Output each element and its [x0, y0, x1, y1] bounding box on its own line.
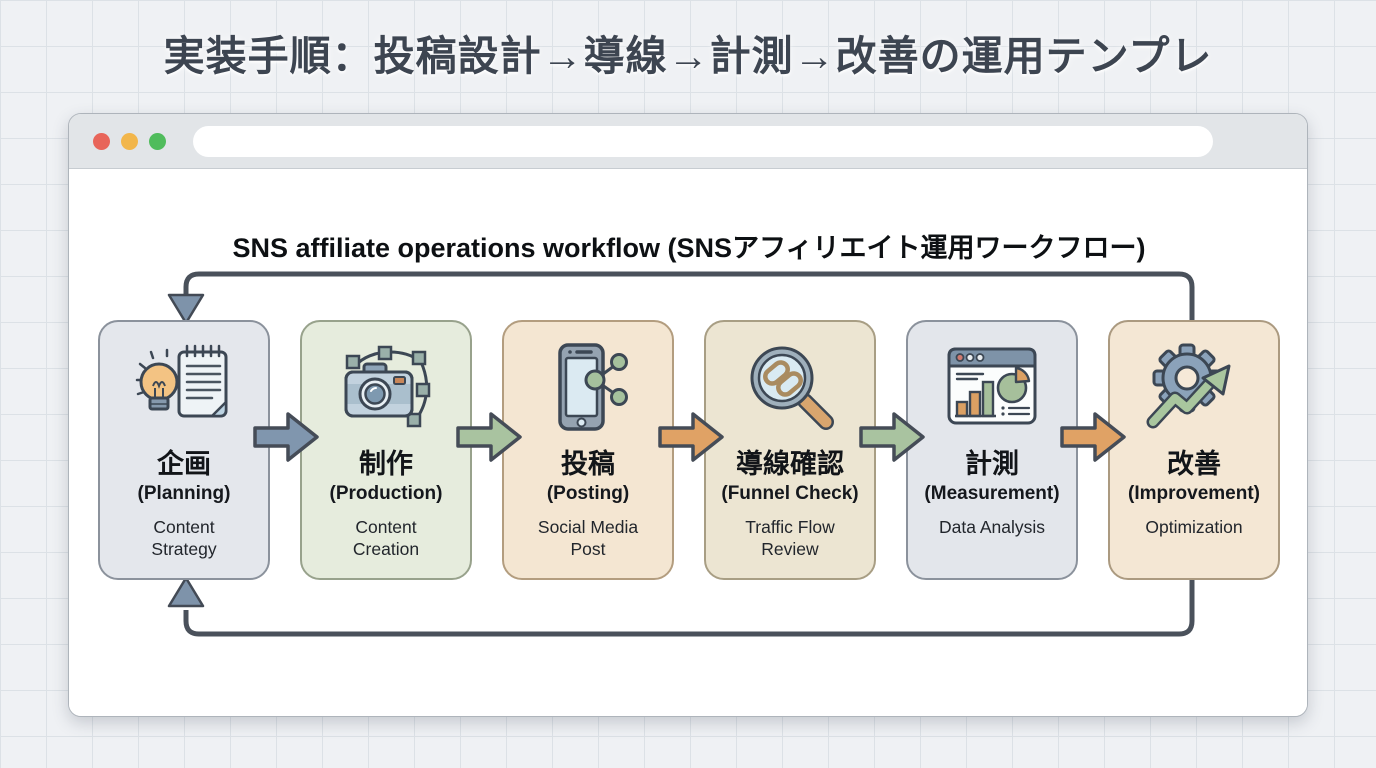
- window-controls: [93, 133, 166, 150]
- step-description: Data Analysis: [938, 516, 1046, 537]
- step-card-production: 制作 (Production) Content Creation: [300, 320, 472, 580]
- flow-arrow-1: [253, 412, 319, 462]
- step-title-en: (Improvement): [1128, 482, 1260, 504]
- browser-content: SNS affiliate operations workflow (SNSアフ…: [69, 170, 1307, 716]
- lightbulb-notepad-icon: [126, 338, 242, 442]
- step-title-jp: 制作: [359, 449, 413, 479]
- step-title-jp: 投稿: [561, 449, 615, 479]
- step-description: Traffic Flow Review: [745, 516, 835, 560]
- step-title-en: (Funnel Check): [721, 482, 859, 504]
- step-description: Optimization: [1145, 516, 1243, 537]
- step-title-jp: 改善: [1167, 449, 1221, 479]
- magnifier-link-icon: [732, 338, 848, 442]
- step-card-planning: 企画 (Planning) Content Strategy: [98, 320, 270, 580]
- browser-window: SNS affiliate operations workflow (SNSアフ…: [68, 113, 1308, 717]
- flow-arrow-5: [1060, 412, 1126, 462]
- step-title-en: (Measurement): [924, 482, 1060, 504]
- flow-arrow-4: [859, 412, 925, 462]
- step-title-en: (Posting): [546, 482, 630, 504]
- step-description: Content Strategy: [151, 516, 217, 560]
- step-description: Social Media Post: [537, 516, 639, 560]
- step-description: Content Creation: [352, 516, 420, 560]
- step-card-measurement: 計測 (Measurement) Data Analysis: [906, 320, 1078, 580]
- step-title-jp: 導線確認: [736, 449, 844, 479]
- step-title-jp: 計測: [965, 449, 1019, 479]
- feedback-loop-top-arrowhead: [167, 293, 205, 325]
- smartphone-share-icon: [530, 338, 646, 442]
- address-bar[interactable]: [193, 126, 1213, 157]
- camera-vector-icon: [328, 338, 444, 442]
- dashboard-chart-icon: [934, 338, 1050, 442]
- feedback-loop-bottom: [183, 579, 1195, 637]
- step-card-improvement: 改善 (Improvement) Optimization: [1108, 320, 1280, 580]
- workflow-steps: 企画 (Planning) Content Strategy: [98, 320, 1280, 580]
- feedback-loop-top: [183, 271, 1195, 321]
- flow-arrow-2: [456, 412, 522, 462]
- feedback-loop-bottom-arrowhead: [167, 576, 205, 608]
- step-card-funnel-check: 導線確認 (Funnel Check) Traffic Flow Review: [704, 320, 876, 580]
- page-title: 実装手順：投稿設計→導線→計測→改善の運用テンプレ: [163, 33, 1213, 79]
- gear-growth-icon: [1136, 338, 1252, 442]
- step-card-posting: 投稿 (Posting) Social Media Post: [502, 320, 674, 580]
- step-title-jp: 企画: [157, 449, 211, 479]
- close-button[interactable]: [93, 133, 110, 150]
- minimize-button[interactable]: [121, 133, 138, 150]
- flow-arrow-3: [658, 412, 724, 462]
- browser-titlebar: [69, 114, 1307, 169]
- step-title-en: (Production): [329, 482, 443, 504]
- diagram-title: SNS affiliate operations workflow (SNSアフ…: [232, 233, 1146, 263]
- step-title-en: (Planning): [137, 482, 231, 504]
- zoom-button[interactable]: [149, 133, 166, 150]
